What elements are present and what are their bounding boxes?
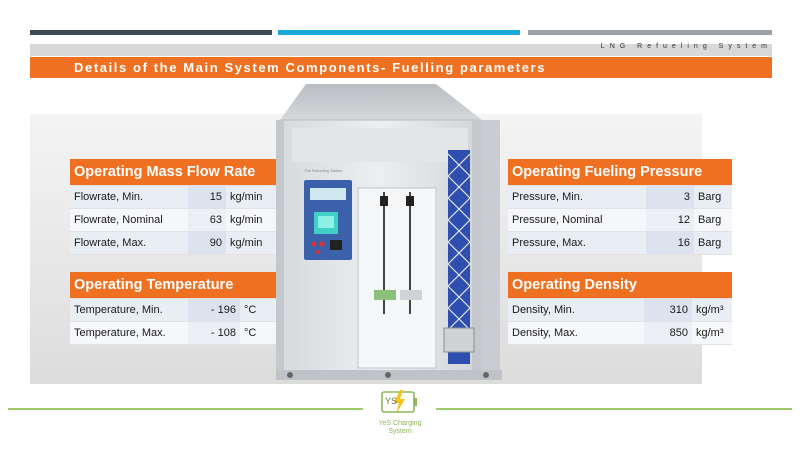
top-bar-blue	[278, 30, 520, 35]
table-row: Density, Min. 310 kg/m³	[508, 298, 732, 322]
row-unit: Barg	[694, 231, 732, 255]
row-value: 63	[188, 208, 226, 232]
row-value: - 196	[188, 298, 240, 322]
table-row: Pressure, Min. 3 Barg	[508, 185, 732, 209]
row-unit: kg/min	[226, 231, 276, 255]
density-title: Operating Density	[508, 272, 732, 299]
logo-mark-text: YS	[385, 396, 397, 406]
top-bar-dark	[30, 30, 272, 35]
table-row: Pressure, Nominal 12 Barg	[508, 208, 732, 232]
table-row: Temperature, Max. - 108 °C	[70, 321, 276, 345]
row-unit: °C	[240, 321, 276, 345]
row-label: Flowrate, Max.	[70, 231, 188, 255]
top-bar-gray	[528, 30, 772, 35]
row-value: 90	[188, 231, 226, 255]
row-label: Flowrate, Nominal	[70, 208, 188, 232]
row-unit: kg/min	[226, 208, 276, 232]
slide-title-bar: Details of the Main System Components- F…	[30, 57, 772, 78]
row-unit: Barg	[694, 185, 732, 209]
subtitle-band	[30, 44, 772, 56]
row-value: 16	[646, 231, 694, 255]
yes-charging-logo: YS YeS Charging System	[365, 388, 435, 448]
table-row: Flowrate, Min. 15 kg/min	[70, 185, 276, 209]
row-label: Flowrate, Min.	[70, 185, 188, 209]
logo-line-1: YeS Charging	[378, 420, 422, 427]
row-value: 15	[188, 185, 226, 209]
flow-rate-title: Operating Mass Flow Rate	[70, 159, 276, 186]
row-value: - 108	[188, 321, 240, 345]
row-label: Density, Min.	[508, 298, 644, 322]
lng-container-unit-image: The Refueling Station	[276, 84, 502, 380]
dispenser-cabinet	[357, 187, 437, 369]
fueling-pressure-table: Operating Fueling Pressure Pressure, Min…	[508, 159, 732, 255]
flow-rate-table: Operating Mass Flow Rate Flowrate, Min. …	[70, 159, 276, 255]
row-label: Pressure, Nominal	[508, 208, 646, 232]
row-label: Pressure, Max.	[508, 231, 646, 255]
row-unit: kg/m³	[692, 298, 732, 322]
temperature-title: Operating Temperature	[70, 272, 276, 299]
row-label: Density, Max.	[508, 321, 644, 345]
footer-line-left	[8, 408, 363, 410]
unit-brand-text: The Refueling Station	[304, 168, 342, 173]
row-value: 850	[644, 321, 692, 345]
footer-line-right	[436, 408, 792, 410]
table-row: Flowrate, Nominal 63 kg/min	[70, 208, 276, 232]
temperature-table: Operating Temperature Temperature, Min. …	[70, 272, 276, 345]
row-label: Pressure, Min.	[508, 185, 646, 209]
row-value: 12	[646, 208, 694, 232]
row-label: Temperature, Min.	[70, 298, 188, 322]
table-row: Temperature, Min. - 196 °C	[70, 298, 276, 322]
row-unit: Barg	[694, 208, 732, 232]
table-row: Pressure, Max. 16 Barg	[508, 231, 732, 255]
pressure-title: Operating Fueling Pressure	[508, 159, 732, 186]
logo-battery-icon: YS	[381, 390, 417, 414]
table-row: Flowrate, Max. 90 kg/min	[70, 231, 276, 255]
row-value: 310	[644, 298, 692, 322]
slide-title: Details of the Main System Components- F…	[74, 60, 547, 75]
row-unit: °C	[240, 298, 276, 322]
slide-subtitle: LNG Refueling System	[600, 43, 772, 50]
table-row: Density, Max. 850 kg/m³	[508, 321, 732, 345]
row-label: Temperature, Max.	[70, 321, 188, 345]
row-unit: kg/m³	[692, 321, 732, 345]
logo-line-2: System	[388, 428, 412, 435]
row-unit: kg/min	[226, 185, 276, 209]
row-value: 3	[646, 185, 694, 209]
density-table: Operating Density Density, Min. 310 kg/m…	[508, 272, 732, 345]
container-roof	[280, 84, 482, 120]
